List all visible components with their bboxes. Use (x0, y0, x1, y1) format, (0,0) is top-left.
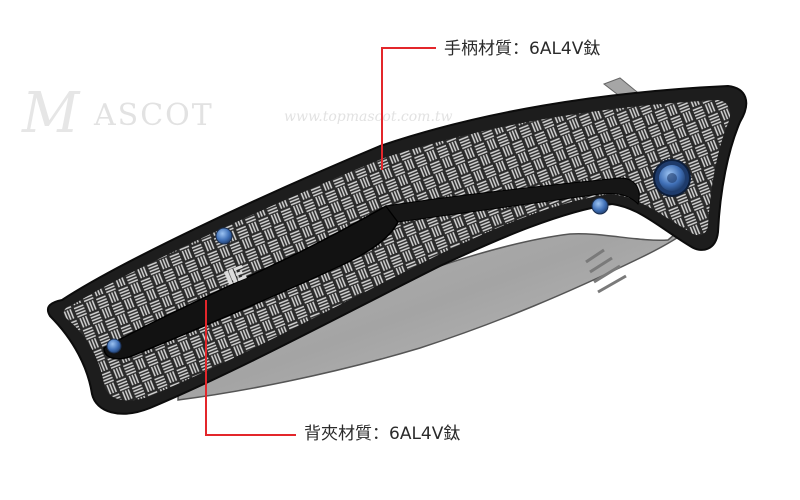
pivot-screw-icon (653, 159, 691, 197)
we-knife-logo-icon (224, 264, 247, 285)
callout-line-clip (205, 300, 296, 436)
callout-line-handle (381, 47, 436, 170)
handle-texture (63, 100, 731, 401)
handle-material-label: 手柄材質：6AL4V鈦 (444, 39, 601, 59)
handle-pin-icon (215, 227, 233, 245)
pocket-clip (103, 205, 399, 360)
handle-pin-icon (106, 338, 122, 354)
handle-pin-icon (591, 197, 609, 215)
blade-jimping (585, 248, 627, 294)
clip-arm (385, 177, 640, 223)
clip-material-label: 背夾材質：6AL4V鈦 (304, 424, 461, 444)
